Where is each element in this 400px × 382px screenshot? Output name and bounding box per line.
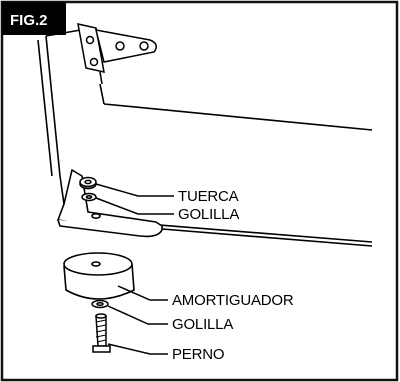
label-amortiguador: AMORTIGUADOR	[172, 292, 294, 309]
washer-top-part	[81, 192, 97, 202]
figure-tag-background	[2, 2, 66, 35]
leader-golilla-bottom	[107, 305, 168, 325]
shock-absorber-part	[63, 252, 135, 300]
figure-tag: FIG.2	[10, 12, 48, 29]
leader-amortiguador	[117, 285, 168, 301]
label-golilla-top: GOLILLA	[178, 206, 239, 223]
leader-lines	[95, 183, 174, 355]
washer-bottom-part	[91, 299, 109, 309]
label-tuerca: TUERCA	[178, 188, 239, 205]
nut-part	[79, 176, 97, 190]
leader-tuerca	[95, 183, 174, 197]
leader-perno	[107, 343, 168, 355]
hinge-assembly	[77, 23, 157, 85]
bolt-part	[92, 313, 111, 353]
leader-golilla-top	[95, 197, 174, 215]
label-golilla-bottom: GOLILLA	[172, 316, 233, 333]
foot-bracket	[57, 169, 163, 238]
label-perno: PERNO	[172, 346, 224, 363]
